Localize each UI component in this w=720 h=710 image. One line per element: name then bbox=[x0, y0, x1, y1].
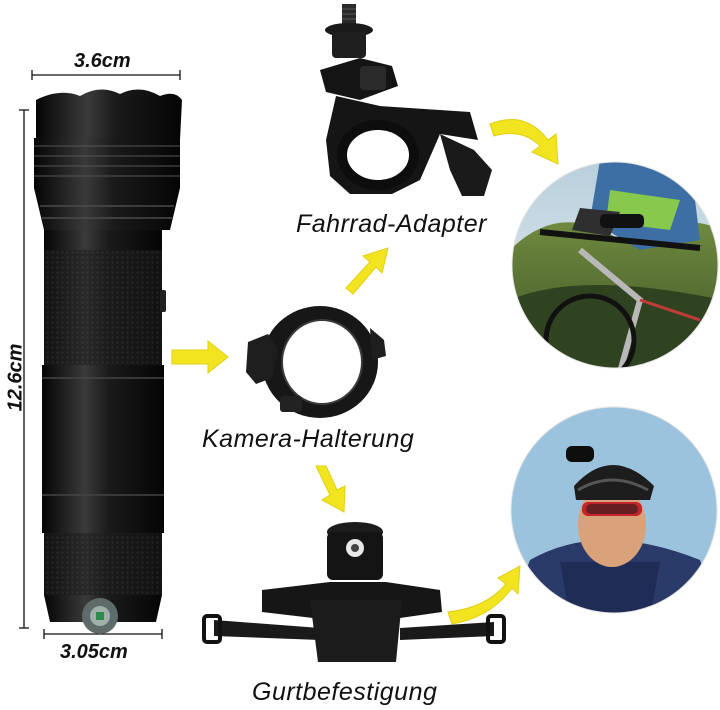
strap-mount-label: Gurtbefestigung bbox=[252, 678, 438, 706]
ring-clip-icon bbox=[246, 306, 386, 418]
bottom-dimension-line bbox=[43, 629, 163, 639]
arrow-icon bbox=[171, 119, 559, 625]
top-dimension-line bbox=[31, 70, 181, 80]
bike-photo bbox=[512, 162, 718, 368]
bike-adapter-label: Fahrrad-Adapter bbox=[296, 210, 487, 238]
handlebar-clamp-icon bbox=[320, 4, 492, 196]
flashlight-icon bbox=[34, 89, 182, 634]
top-width-label: 3.6cm bbox=[74, 50, 131, 72]
strap-mount-icon bbox=[202, 522, 506, 662]
side-dimension-line bbox=[19, 109, 29, 629]
helmet-photo bbox=[511, 407, 717, 613]
camera-mount-label: Kamera-Halterung bbox=[202, 425, 415, 453]
bottom-width-label: 3.05cm bbox=[60, 641, 128, 663]
